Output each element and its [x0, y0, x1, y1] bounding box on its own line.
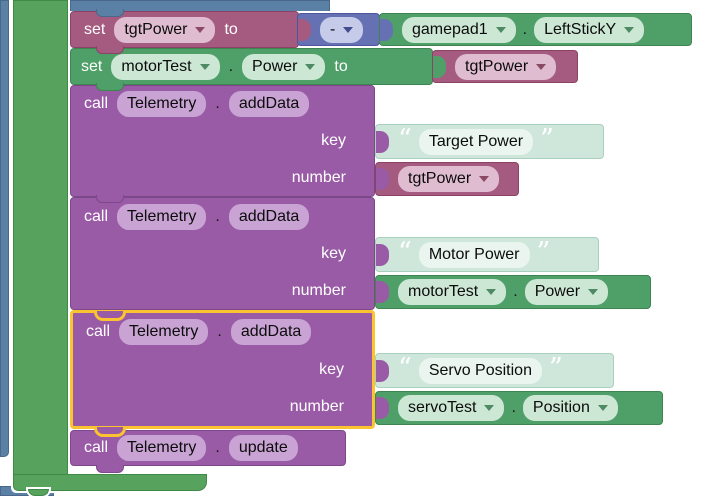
outer-block-left-edge[interactable]: [0, 0, 9, 457]
close-quote-icon: ”: [548, 352, 563, 384]
dropdown-arrow-icon: [195, 26, 206, 33]
device-dropdown-motortest[interactable]: motorTest: [111, 53, 220, 80]
keyword-call: call: [86, 322, 111, 340]
field-telemetry[interactable]: Telemetry: [119, 318, 209, 345]
block-gamepad-leftsticky[interactable]: gamepad1 . LeftStickY: [379, 13, 692, 46]
field-adddata[interactable]: addData: [230, 318, 312, 345]
close-quote-icon: ”: [536, 236, 551, 268]
connector-tab-icon: [376, 281, 389, 303]
seam-tab-selected-bottom: [94, 427, 126, 437]
loop-block-left-arm[interactable]: [13, 0, 68, 475]
input-label-number: number: [291, 281, 346, 299]
dot-separator: .: [228, 57, 234, 75]
dropdown-arrow-icon: [588, 289, 599, 295]
input-label-key: key: [321, 132, 346, 149]
dropdown-arrow-icon: [484, 405, 495, 411]
variable-dropdown-tgtpower[interactable]: tgtPower: [398, 166, 500, 192]
block-servotest-position-getter[interactable]: servoTest . Position: [375, 391, 663, 425]
connector-tab-icon: [433, 55, 446, 78]
input-label-number: number: [291, 168, 346, 186]
open-quote-icon: “: [398, 123, 412, 155]
block-variable-tgtpower[interactable]: tgtPower: [375, 162, 519, 196]
seam-tab: [96, 83, 124, 91]
property-dropdown-leftsticky[interactable]: LeftStickY: [534, 16, 645, 43]
keyword-set: set: [84, 20, 106, 38]
field-update[interactable]: update: [228, 435, 298, 461]
open-quote-icon: “: [398, 352, 412, 384]
connector-tab-icon: [298, 18, 311, 41]
dropdown-arrow-icon: [305, 63, 316, 70]
gamepad-dropdown[interactable]: gamepad1: [402, 16, 516, 43]
connector-tab-icon: [376, 168, 389, 190]
field-adddata[interactable]: addData: [228, 91, 310, 118]
cropped-top-block[interactable]: [70, 0, 330, 11]
open-quote-icon: “: [398, 236, 412, 268]
block-text-target-power[interactable]: “ Target Power ”: [375, 124, 604, 159]
block-variable-tgtpower[interactable]: tgtPower: [432, 50, 578, 83]
dot-separator: .: [513, 283, 518, 300]
input-label-key: key: [321, 244, 346, 262]
seam-tab: [96, 46, 124, 54]
dropdown-arrow-icon: [495, 26, 506, 33]
block-motortest-power-getter[interactable]: motorTest . Power: [375, 275, 651, 309]
block-telemetry-adddata-motor[interactable]: call Telemetry . addData key number: [70, 197, 375, 310]
close-quote-icon: ”: [540, 123, 554, 155]
seam-tab: [96, 9, 124, 17]
loop-block-bottom-arm[interactable]: [13, 474, 207, 491]
keyword-set: set: [81, 57, 103, 75]
seam-tab-selected-top: [94, 311, 126, 321]
dropdown-arrow-icon: [597, 405, 608, 411]
property-dropdown-power[interactable]: Power: [242, 53, 326, 80]
block-telemetry-adddata-target[interactable]: call Telemetry . addData key number: [70, 85, 375, 197]
keyword-call: call: [84, 95, 109, 113]
dot-separator: .: [215, 95, 220, 113]
seam-tab: [96, 465, 124, 473]
keyword-to: to: [224, 20, 238, 38]
text-field[interactable]: Target Power: [418, 128, 534, 155]
seam-tab: [96, 195, 124, 203]
variable-dropdown-tgtpower[interactable]: tgtPower: [114, 16, 216, 43]
connector-tab-icon: [380, 18, 393, 41]
property-dropdown-position[interactable]: Position: [522, 395, 618, 421]
dropdown-arrow-icon: [343, 26, 354, 33]
dot-separator: .: [511, 399, 516, 416]
connector-tab-icon: [376, 243, 389, 266]
block-negate[interactable]: -: [297, 13, 380, 46]
input-label-key: key: [319, 360, 344, 378]
block-text-servo-position[interactable]: “ Servo Position ”: [375, 353, 614, 388]
block-set-motor-power[interactable]: set motorTest . Power to: [70, 48, 433, 85]
dropdown-arrow-icon: [536, 63, 547, 70]
operator-dropdown[interactable]: -: [320, 16, 364, 43]
device-dropdown-servotest[interactable]: servoTest: [398, 395, 505, 421]
field-telemetry[interactable]: Telemetry: [117, 203, 207, 230]
text-field[interactable]: Motor Power: [418, 241, 530, 268]
text-field[interactable]: Servo Position: [418, 357, 542, 384]
dot-separator: .: [215, 439, 220, 456]
dot-separator: .: [215, 207, 220, 225]
dot-separator: .: [217, 322, 222, 340]
dropdown-arrow-icon: [624, 26, 635, 33]
field-telemetry[interactable]: Telemetry: [117, 91, 207, 118]
keyword-call: call: [84, 439, 109, 456]
connector-tab-icon: [376, 359, 389, 382]
field-telemetry[interactable]: Telemetry: [117, 435, 207, 461]
property-dropdown-power[interactable]: Power: [524, 279, 609, 305]
device-dropdown-motortest[interactable]: motorTest: [398, 279, 507, 305]
block-text-motor-power[interactable]: “ Motor Power ”: [375, 237, 599, 272]
dot-separator: .: [522, 20, 528, 38]
input-label-number: number: [289, 398, 344, 416]
connector-tab-icon: [376, 130, 389, 153]
keyword-to: to: [334, 57, 348, 75]
dropdown-arrow-icon: [199, 63, 210, 70]
variable-dropdown-tgtpower[interactable]: tgtPower: [455, 53, 557, 80]
block-telemetry-adddata-servo-selected[interactable]: call Telemetry . addData key number: [70, 310, 375, 429]
field-adddata[interactable]: addData: [228, 203, 310, 230]
dropdown-arrow-icon: [486, 289, 497, 295]
connector-tab-icon: [376, 397, 389, 419]
dropdown-arrow-icon: [479, 176, 490, 182]
keyword-call: call: [84, 207, 109, 225]
